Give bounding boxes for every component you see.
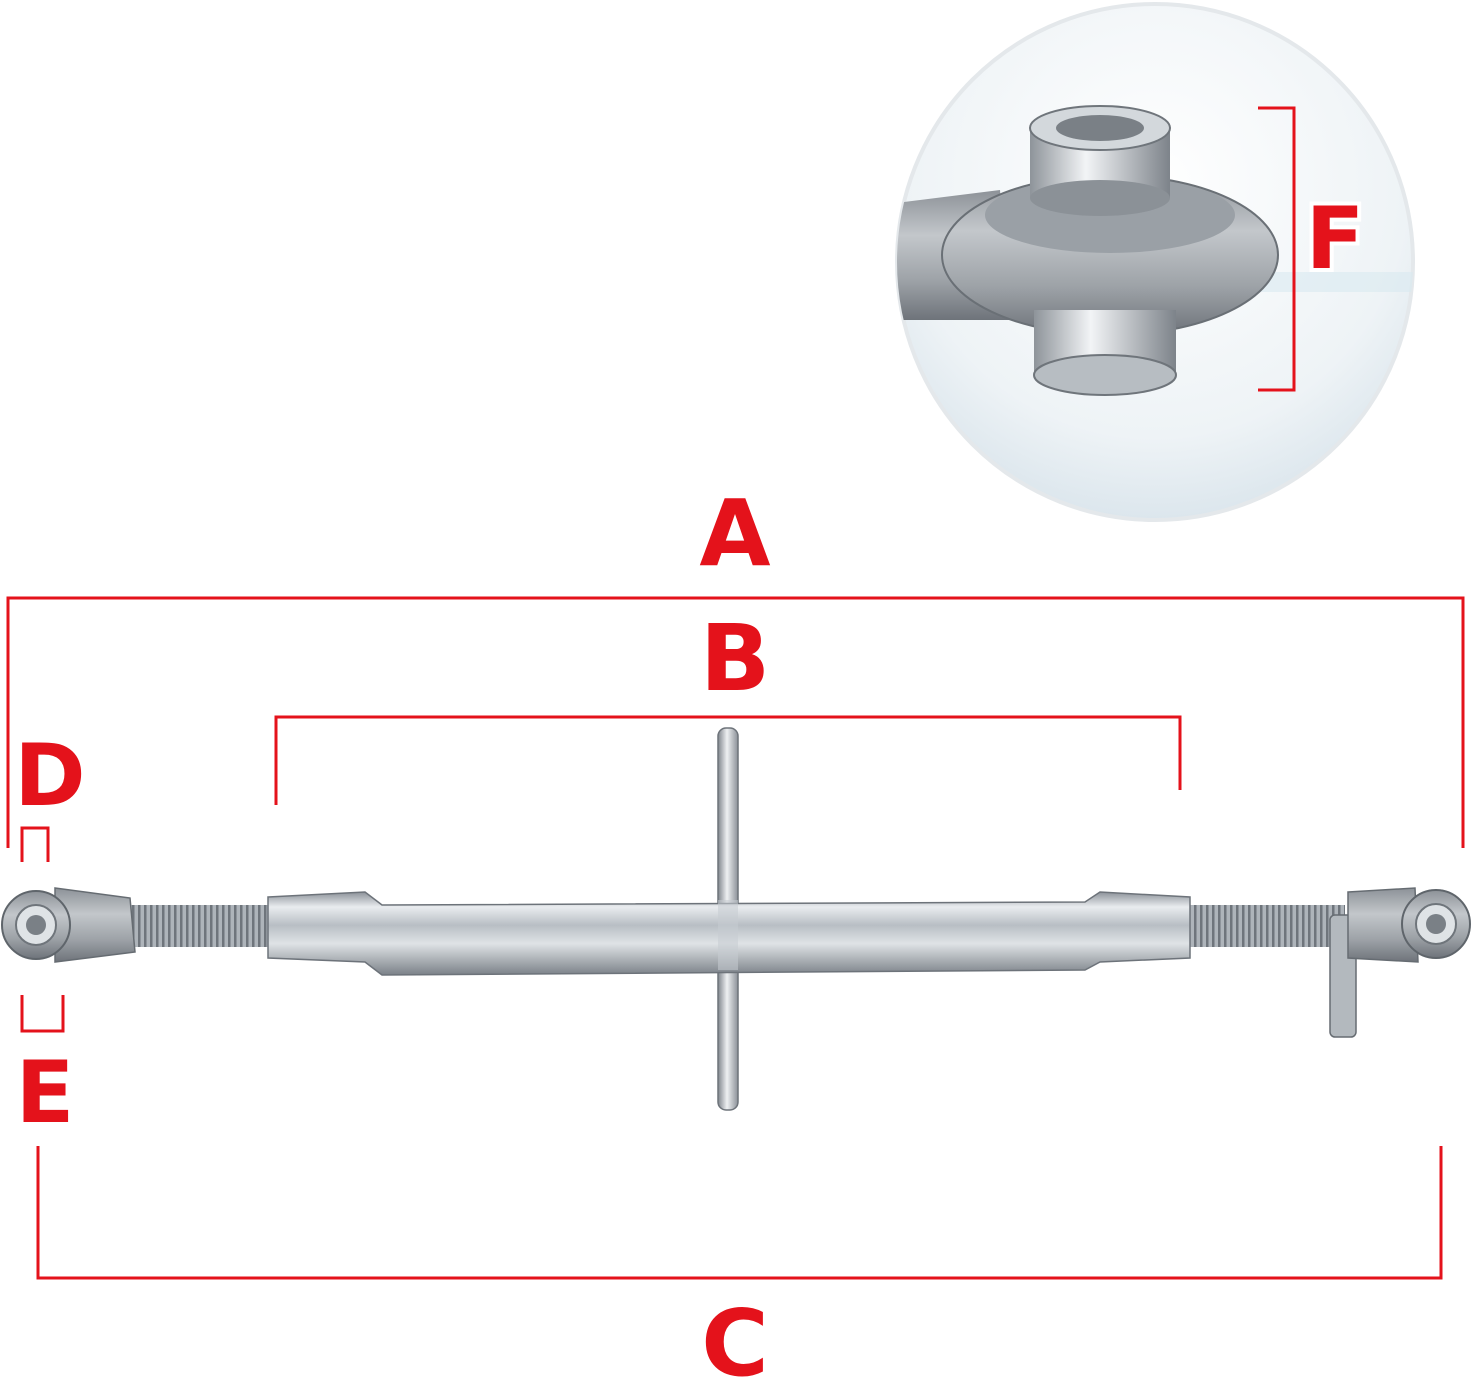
label-c: C — [701, 1290, 769, 1388]
top-link-part — [1, 727, 1471, 1111]
left-thread — [120, 905, 275, 947]
left-ball-end — [1, 887, 136, 963]
dimension-c-line — [36, 1146, 1443, 1280]
ball-joint-inset — [895, 2, 1415, 522]
right-ball-end — [1329, 887, 1471, 1038]
label-f: F — [1306, 189, 1365, 289]
dimension-e-bracket — [20, 995, 65, 1033]
label-d: D — [14, 726, 85, 826]
dimension-a-line — [6, 596, 1465, 848]
dimension-f-bracket — [1258, 106, 1296, 392]
label-e: E — [16, 1043, 75, 1143]
label-b: B — [700, 605, 770, 712]
label-a: A — [699, 480, 770, 587]
right-thread — [1180, 905, 1345, 947]
dimension-b-line — [274, 715, 1182, 805]
dimension-d-bracket — [20, 826, 50, 862]
